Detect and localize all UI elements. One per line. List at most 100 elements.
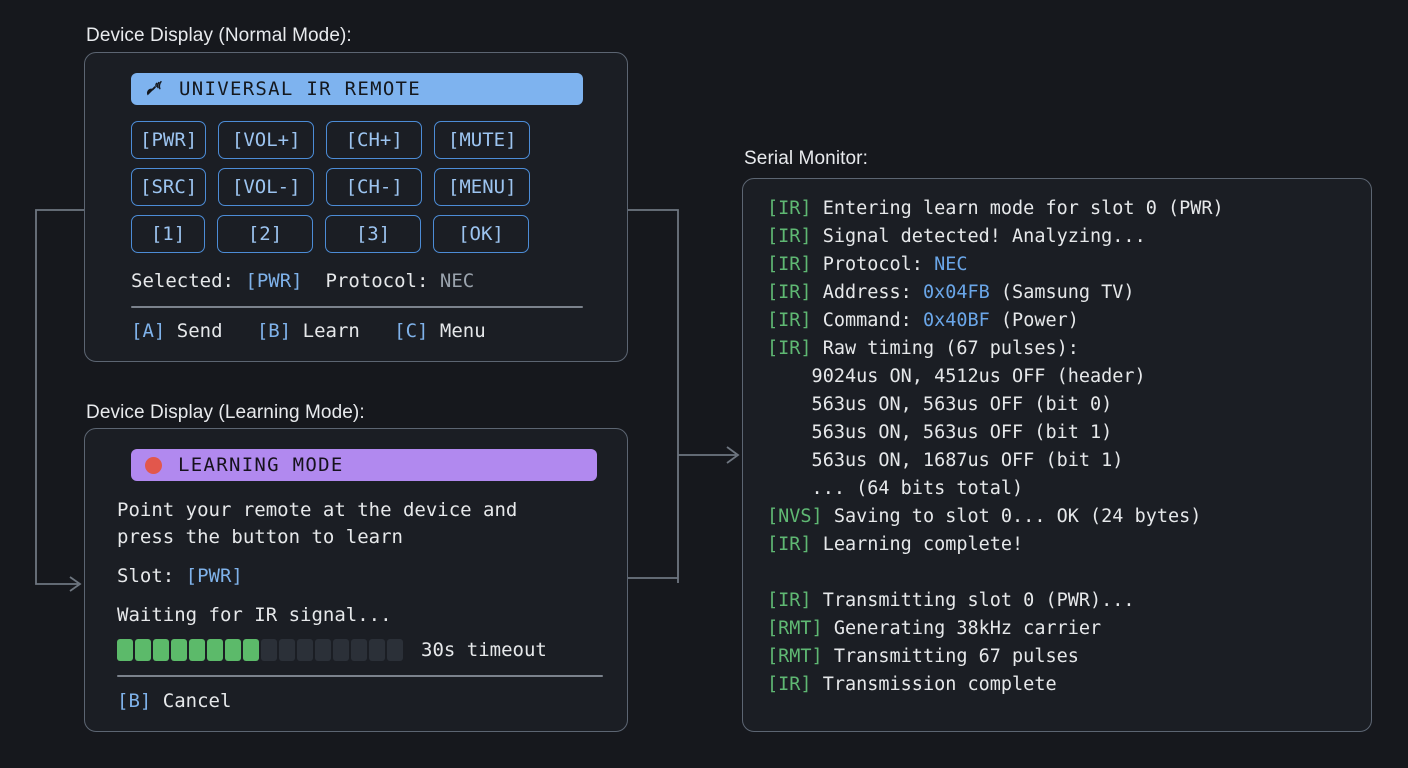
caption-device-learning: Device Display (Learning Mode): bbox=[86, 402, 365, 423]
key-gap-1 bbox=[223, 320, 257, 342]
ir-button-row: [SRC] [VOL-] [CH-] [MENU] bbox=[131, 168, 583, 206]
log-line: [IR] Address: 0x04FB (Samsung TV) bbox=[767, 279, 1357, 307]
cancel-label: Cancel bbox=[151, 689, 232, 712]
log-text: Transmission complete bbox=[811, 674, 1057, 695]
progress-cell-filled bbox=[225, 639, 241, 661]
progress-cell-filled bbox=[153, 639, 169, 661]
log-line: ... (64 bits total) bbox=[767, 475, 1357, 503]
progress-cell-filled bbox=[189, 639, 205, 661]
key-a[interactable]: [A] bbox=[131, 319, 166, 342]
selected-value: [PWR] bbox=[245, 270, 303, 292]
caption-device-normal: Device Display (Normal Mode): bbox=[86, 25, 352, 46]
ir-button-grid: [PWR] [VOL+] [CH+] [MUTE] [SRC] [VOL-] [… bbox=[131, 121, 583, 253]
log-text: Address: bbox=[811, 282, 923, 303]
log-text: ... (64 bits total) bbox=[767, 478, 1024, 499]
log-text: 563us ON, 563us OFF (bit 0) bbox=[767, 394, 1113, 415]
learning-cancel-hint: [B] Cancel bbox=[117, 690, 597, 712]
ir-button-menu[interactable]: [MENU] bbox=[434, 168, 531, 206]
log-line: [IR] Learning complete! bbox=[767, 531, 1357, 559]
serial-log: [IR] Entering learn mode for slot 0 (PWR… bbox=[767, 195, 1357, 699]
log-text: Raw timing (67 pulses): bbox=[811, 338, 1079, 359]
progress-cell-empty bbox=[279, 639, 295, 661]
progress-cell-filled bbox=[171, 639, 187, 661]
ir-button-ch-up[interactable]: [CH+] bbox=[326, 121, 423, 159]
ir-button-ch-down[interactable]: [CH-] bbox=[326, 168, 423, 206]
log-line: [IR] Transmitting slot 0 (PWR)... bbox=[767, 587, 1357, 615]
log-value: 0x04FB bbox=[922, 282, 990, 303]
ir-button-2[interactable]: [2] bbox=[217, 215, 313, 253]
progress-cell-empty bbox=[351, 639, 367, 661]
log-tag: [IR] bbox=[767, 282, 812, 303]
learning-title-text: LEARNING MODE bbox=[178, 454, 344, 476]
protocol-label: Protocol: bbox=[302, 270, 440, 292]
log-line: 563us ON, 563us OFF (bit 0) bbox=[767, 391, 1357, 419]
ir-button-mute[interactable]: [MUTE] bbox=[434, 121, 531, 159]
log-line: 9024us ON, 4512us OFF (header) bbox=[767, 363, 1357, 391]
learning-title-bar: LEARNING MODE bbox=[131, 449, 597, 481]
log-line: 563us ON, 1687us OFF (bit 1) bbox=[767, 447, 1357, 475]
progress-cell-empty bbox=[261, 639, 277, 661]
ir-button-pwr[interactable]: [PWR] bbox=[131, 121, 207, 159]
progress-cell-empty bbox=[387, 639, 403, 661]
device-title-text: UNIVERSAL IR REMOTE bbox=[179, 78, 422, 100]
log-text: Learning complete! bbox=[811, 534, 1024, 555]
log-tag: [RMT] bbox=[767, 646, 823, 667]
device-key-hints: [A] Send [B] Learn [C] Menu bbox=[131, 320, 583, 342]
log-line: [RMT] Transmitting 67 pulses bbox=[767, 643, 1357, 671]
log-tag: [IR] bbox=[767, 590, 812, 611]
log-tag: [IR] bbox=[767, 534, 812, 555]
progress-cell-filled bbox=[243, 639, 259, 661]
log-tag: [IR] bbox=[767, 310, 812, 331]
learning-instruction: Point your remote at the device and pres… bbox=[117, 499, 518, 548]
ir-button-3[interactable]: [3] bbox=[325, 215, 421, 253]
ir-button-src[interactable]: [SRC] bbox=[131, 168, 207, 206]
serial-monitor-panel: [IR] Entering learn mode for slot 0 (PWR… bbox=[742, 178, 1372, 732]
timeout-label: 30s timeout bbox=[421, 639, 547, 661]
ir-button-vol-down[interactable]: [VOL-] bbox=[218, 168, 315, 206]
device-status-line: Selected: [PWR] Protocol: NEC bbox=[131, 270, 583, 292]
selected-label: Selected: bbox=[131, 270, 246, 292]
progress-bar bbox=[117, 639, 403, 661]
log-line: [IR] Command: 0x40BF (Power) bbox=[767, 307, 1357, 335]
log-text-after: (Power) bbox=[989, 310, 1079, 331]
log-tag: [RMT] bbox=[767, 618, 823, 639]
log-text: Protocol: bbox=[811, 254, 935, 275]
log-line: [IR] Raw timing (67 pulses): bbox=[767, 335, 1357, 363]
log-tag: [IR] bbox=[767, 674, 812, 695]
log-tag: [IR] bbox=[767, 198, 812, 219]
log-text: 563us ON, 1687us OFF (bit 1) bbox=[767, 450, 1124, 471]
log-text: Entering learn mode for slot 0 (PWR) bbox=[811, 198, 1224, 219]
ir-button-vol-up[interactable]: [VOL+] bbox=[218, 121, 315, 159]
log-tag: [IR] bbox=[767, 254, 812, 275]
log-line: [IR] Transmission complete bbox=[767, 671, 1357, 699]
log-text: Saving to slot 0... OK (24 bytes) bbox=[822, 506, 1202, 527]
progress-cell-filled bbox=[117, 639, 133, 661]
log-tag: [IR] bbox=[767, 226, 812, 247]
device-title-bar: UNIVERSAL IR REMOTE bbox=[131, 73, 583, 105]
log-value: 0x40BF bbox=[922, 310, 990, 331]
log-text: Signal detected! Analyzing... bbox=[811, 226, 1146, 247]
log-value: NEC bbox=[934, 254, 968, 275]
log-text: Transmitting slot 0 (PWR)... bbox=[811, 590, 1135, 611]
record-dot-icon bbox=[145, 456, 162, 474]
key-b-cancel[interactable]: [B] bbox=[117, 689, 152, 712]
learning-slot-line: Slot: [PWR] bbox=[117, 565, 597, 587]
progress-cell-filled bbox=[207, 639, 223, 661]
log-line: 563us ON, 563us OFF (bit 1) bbox=[767, 419, 1357, 447]
learning-progress-row: 30s timeout bbox=[117, 639, 597, 661]
key-c[interactable]: [C] bbox=[394, 319, 429, 342]
progress-cell-empty bbox=[369, 639, 385, 661]
log-text: Transmitting 67 pulses bbox=[822, 646, 1079, 667]
ir-button-1[interactable]: [1] bbox=[131, 215, 205, 253]
satellite-dish-icon bbox=[146, 80, 162, 96]
device-divider bbox=[131, 306, 583, 308]
log-line-blank bbox=[767, 559, 1357, 587]
key-b[interactable]: [B] bbox=[256, 319, 292, 342]
progress-cell-empty bbox=[333, 639, 349, 661]
ir-button-row: [1] [2] [3] [OK] bbox=[131, 215, 583, 253]
key-c-label: Menu bbox=[428, 319, 486, 342]
log-text: Generating 38kHz carrier bbox=[822, 618, 1102, 639]
ir-button-row: [PWR] [VOL+] [CH+] [MUTE] bbox=[131, 121, 583, 159]
ir-button-ok[interactable]: [OK] bbox=[433, 215, 529, 253]
key-b-label: Learn bbox=[291, 319, 360, 342]
